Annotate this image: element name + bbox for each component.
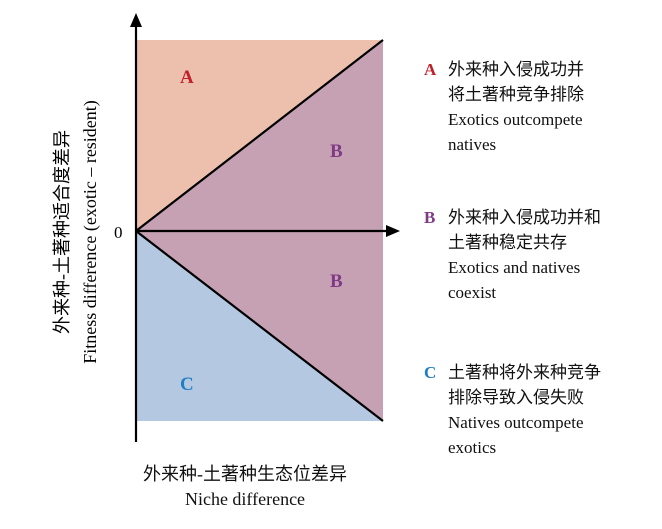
y-axis-label-en: Fitness difference (exotic – resident)	[80, 100, 101, 364]
y-axis-label-cn: 外来种-土著种适合度差异	[52, 130, 72, 334]
upper-boundary-line	[135, 39, 384, 232]
legend-a-cn-line2: 将土著种竞争排除	[448, 85, 584, 104]
legend-a-en-line1: Exotics outcompete	[448, 110, 583, 129]
legend-c-cn-line1: 土著种将外来种竞争	[448, 363, 601, 382]
region-b-upper-label: B	[330, 141, 343, 162]
legend-c-en-line2: exotics	[448, 438, 497, 457]
region-c-label: C	[180, 374, 194, 395]
origin-label: 0	[114, 223, 123, 242]
legend-b-en-line2: coexist	[448, 283, 497, 302]
legend-letter-a: A	[424, 60, 437, 79]
legend-b-cn-line1: 外来种入侵成功并和	[448, 208, 601, 227]
x-axis-label-cn: 外来种-土著种生态位差异	[143, 464, 347, 484]
region-a-label: A	[180, 67, 194, 88]
legend-c-cn-line2: 排除导致入侵失败	[448, 388, 584, 407]
legend-c-en-line1: Natives outcompete	[448, 413, 584, 432]
legend-a-cn-line1: 外来种入侵成功并	[448, 60, 584, 79]
x-axis-label-en: Niche difference	[184, 489, 306, 509]
legend-b-en-line1: Exotics and natives	[448, 258, 581, 277]
region-b-lower-label: B	[330, 271, 343, 292]
x-axis-label: 外来种-土著种生态位差异 Niche difference	[120, 462, 370, 512]
legend-a-en-line2: natives	[448, 135, 497, 154]
lower-boundary-line	[135, 230, 384, 422]
legend-letter-b: B	[424, 208, 436, 227]
legend-letter-c: C	[424, 363, 437, 382]
legend-b-cn-line2: 土著种稳定共存	[448, 233, 567, 252]
x-axis-arrow-icon	[386, 225, 400, 237]
y-axis-arrow-icon	[130, 13, 142, 27]
